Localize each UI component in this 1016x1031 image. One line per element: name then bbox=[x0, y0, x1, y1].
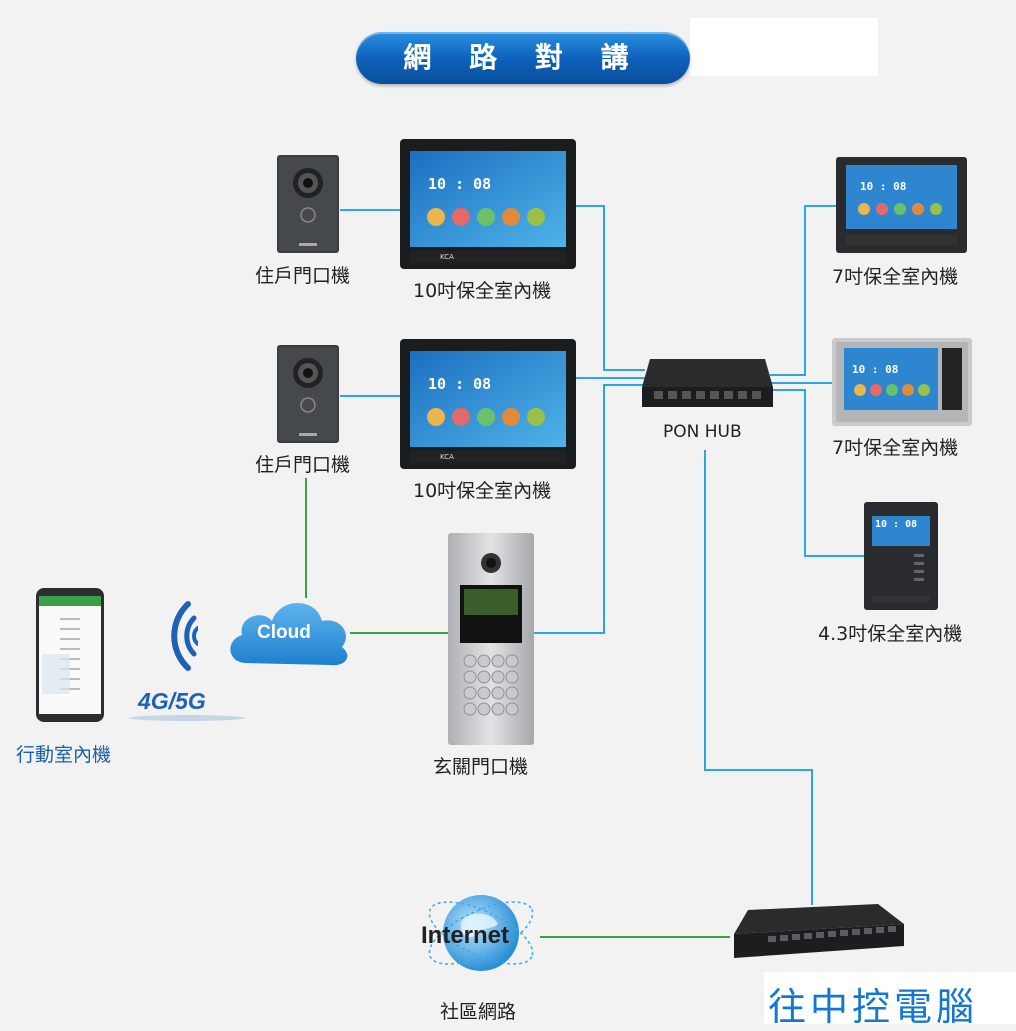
label-indoor10-2: 10吋保全室內機 bbox=[413, 480, 552, 502]
indoor-monitor-7in: 10 : 08 bbox=[836, 157, 967, 253]
doorbell-device bbox=[277, 345, 339, 443]
label-internet: Internet bbox=[421, 922, 510, 949]
link-hub-switch bbox=[704, 450, 813, 905]
label-indoor7-2: 7吋保全室內機 bbox=[832, 437, 959, 459]
network-underline bbox=[129, 715, 245, 721]
link-hub-indoor43 bbox=[770, 389, 864, 557]
label-indoor7-1: 7吋保全室內機 bbox=[832, 266, 959, 288]
globe-icon bbox=[428, 895, 534, 971]
link-indoor10a-hub bbox=[576, 205, 645, 371]
link-lobby-hub bbox=[533, 384, 645, 634]
pon-hub-device bbox=[642, 359, 773, 407]
indoor-monitor-7in: 10 : 08 bbox=[832, 338, 972, 426]
indoor-monitor-10in: 10 : 08 KCA bbox=[400, 339, 576, 469]
screen-time: 10 : 08 bbox=[860, 180, 907, 193]
lobby-panel-device bbox=[448, 533, 534, 745]
label-cloud: Cloud bbox=[257, 622, 311, 643]
brand-logo: KCA bbox=[440, 453, 454, 461]
watermark-box bbox=[764, 972, 1016, 1024]
label-indoor43: 4.3吋保全室內機 bbox=[818, 623, 963, 645]
screen-time: 10 : 08 bbox=[428, 375, 492, 393]
page-title: 網 路 對 講 bbox=[356, 32, 690, 84]
brand-logo: KCA bbox=[440, 253, 454, 261]
label-doorbell-1: 住戶門口機 bbox=[255, 265, 351, 287]
screen-time: 10 : 08 bbox=[852, 363, 899, 376]
label-doorbell-2: 住戶門口機 bbox=[255, 454, 351, 476]
label-community: 社區網路 bbox=[440, 1001, 517, 1023]
network-switch-device bbox=[734, 904, 904, 958]
label-mobile: 行動室內機 bbox=[16, 744, 112, 766]
screen-time: 10 : 08 bbox=[428, 175, 492, 193]
screen-time: 10 : 08 bbox=[875, 519, 918, 530]
indoor-monitor-4-3in: 10 : 08 bbox=[864, 502, 938, 610]
label-indoor10-1: 10吋保全室內機 bbox=[413, 280, 552, 302]
label-network: 4G/5G bbox=[138, 688, 206, 714]
watermark-text: 往中控電腦 bbox=[768, 985, 979, 1029]
mobile-phone-device bbox=[36, 588, 104, 722]
title-tab bbox=[690, 18, 878, 76]
cloud-icon bbox=[230, 603, 348, 666]
indoor-monitor-10in: 10 : 08 KCA bbox=[400, 139, 576, 269]
wireless-signal-icon bbox=[171, 601, 198, 671]
label-lobby: 玄關門口機 bbox=[433, 756, 529, 778]
label-pon-hub: PON HUB bbox=[663, 422, 742, 442]
link-hub-indoor7a bbox=[770, 205, 836, 376]
doorbell-device bbox=[277, 155, 339, 253]
